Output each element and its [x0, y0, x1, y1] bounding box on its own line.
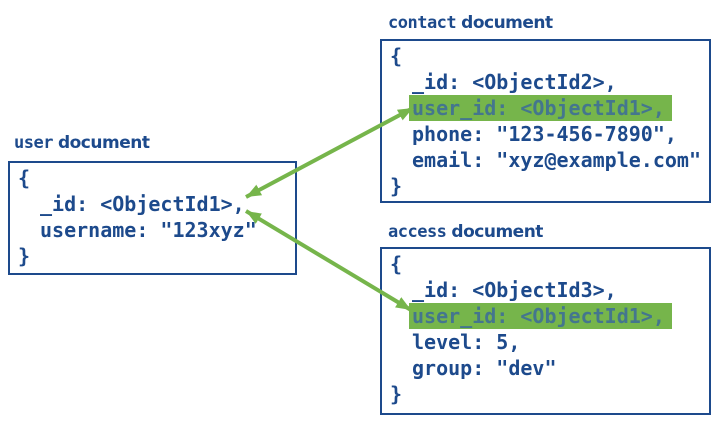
- code-line-phone: phone: "123-456-7890",: [412, 122, 677, 146]
- access-title-word: document: [451, 222, 543, 242]
- access-title-code: access: [388, 222, 447, 242]
- code-line-group: group: "dev": [412, 356, 557, 380]
- highlighted-user-id-field: user_id: <ObjectId1>,: [409, 95, 672, 121]
- access-document-box: { _id: <ObjectId3>, user_id: <ObjectId1>…: [380, 247, 711, 415]
- code-line-brace-open: {: [390, 44, 403, 68]
- code-line-email: email: "xyz@example.com": [412, 148, 701, 172]
- highlighted-user-id-field: user_id: <ObjectId1>,: [409, 303, 672, 329]
- code-line-brace-close: }: [390, 174, 403, 198]
- code-line-user-id: user_id: <ObjectId1>,: [390, 303, 709, 329]
- user-document-box: { _id: <ObjectId1>, username: "123xyz" }: [8, 161, 297, 275]
- code-line-brace-close: }: [390, 382, 403, 406]
- code-line-id: _id: <ObjectId2>,: [412, 70, 617, 94]
- code-line-brace-open: {: [390, 252, 403, 276]
- code-line-username: username: "123xyz": [40, 218, 257, 242]
- code-line-user-id: user_id: <ObjectId1>,: [390, 95, 709, 121]
- user-title-code: user: [14, 133, 53, 153]
- code-line-brace-open: {: [18, 166, 31, 190]
- contact-title-code: contact: [388, 13, 457, 33]
- user-title-word: document: [57, 133, 150, 153]
- code-line-brace-close: }: [18, 244, 31, 268]
- contact-document-box: { _id: <ObjectId2>, user_id: <ObjectId1>…: [380, 39, 711, 203]
- contact-title-word: document: [461, 13, 553, 33]
- code-line-id: _id: <ObjectId3>,: [412, 278, 617, 302]
- code-line-level: level: 5,: [412, 330, 521, 354]
- code-line-id: _id: <ObjectId1>,: [40, 192, 245, 216]
